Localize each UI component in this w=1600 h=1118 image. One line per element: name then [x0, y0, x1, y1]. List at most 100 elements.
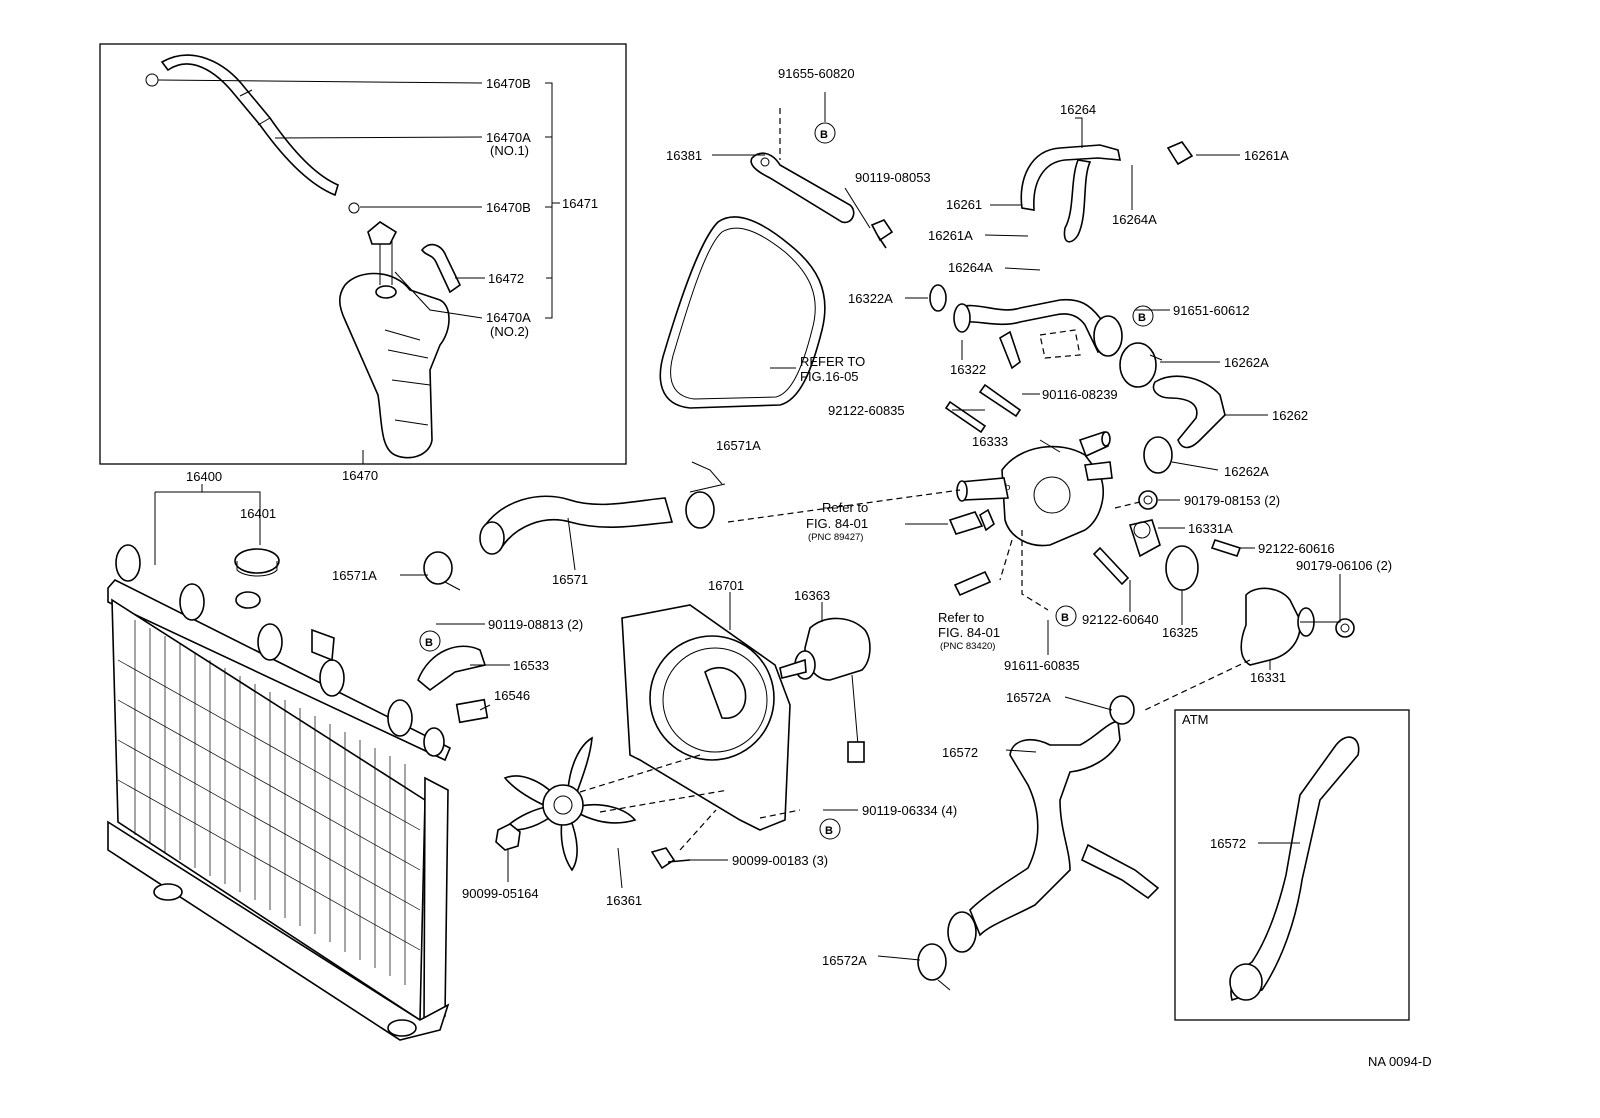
reservoir-tank	[338, 221, 450, 459]
label-16262: 16262	[1272, 408, 1308, 423]
atm-inset-box	[1174, 709, 1410, 1021]
label-16261a-left: 16261A	[928, 228, 973, 243]
housing-dash-lines	[727, 489, 1251, 711]
label-16472: 16472	[488, 271, 524, 286]
radiator-inlet-hose-16571	[479, 483, 726, 555]
ref-fig84-01b-line2: FIG. 84-01	[938, 625, 1000, 640]
b-marker-91651: B	[1132, 305, 1154, 327]
label-90116-08239: 90116-08239	[1042, 387, 1118, 402]
b-marker-90119-06334: B	[819, 818, 841, 840]
ref-fig84-01a-line1: Refer to	[822, 500, 868, 515]
label-16571a-left: 16571A	[332, 568, 377, 583]
atm-label: ATM	[1182, 712, 1208, 727]
hose-clamp-16262a-top	[1119, 342, 1163, 388]
label-16331: 16331	[1250, 670, 1286, 685]
label-16401: 16401	[240, 506, 276, 521]
ref-fig84-01b-line1: Refer to	[938, 610, 984, 625]
ref-fig84-01a-line2: FIG. 84-01	[806, 516, 868, 531]
radiator-16400	[107, 544, 452, 1041]
label-16571: 16571	[552, 572, 588, 587]
drive-belt	[659, 216, 826, 409]
bolt-90099-00183	[650, 847, 691, 870]
label-16572: 16572	[942, 745, 978, 760]
label-16264: 16264	[1060, 102, 1096, 117]
water-inlet-16331	[1240, 587, 1315, 666]
label-91651-60612: 91651-60612	[1173, 303, 1250, 318]
stud-92122-60616	[1210, 539, 1242, 557]
radiator-cap-16401	[234, 548, 280, 577]
svg-text:B: B	[425, 637, 433, 649]
nut-90099-05164	[495, 823, 521, 851]
label-90179-06106: 90179-06106 (2)	[1296, 558, 1392, 573]
label-90119-06334: 90119-06334 (4)	[862, 803, 957, 818]
label-16331a: 16331A	[1188, 521, 1233, 536]
label-16361: 16361	[606, 893, 642, 908]
sensor-pnc83420	[953, 570, 992, 597]
fan-dash-lines	[579, 754, 801, 851]
fan-shroud-16701	[621, 604, 791, 831]
stud-92122-60640	[1092, 546, 1130, 586]
label-16470a-no1-sub: (NO.1)	[490, 143, 529, 158]
nut-90179-08153	[1138, 490, 1158, 510]
label-16325: 16325	[1162, 625, 1198, 640]
overflow-hose-no1	[160, 54, 339, 197]
svg-text:B: B	[1138, 312, 1146, 324]
label-16572a-bot: 16572A	[822, 953, 867, 968]
label-16322: 16322	[950, 362, 986, 377]
label-90099-00183: 90099-00183 (3)	[732, 853, 828, 868]
circled-b-markers: B B B B B	[419, 92, 1154, 840]
gasket-16325	[1165, 545, 1199, 591]
label-90099-05164: 90099-05164	[462, 886, 539, 901]
ref-fig84-01b-line3: (PNC 83420)	[940, 641, 995, 652]
reservoir-leaders	[157, 79, 560, 464]
svg-text:b: b	[1005, 482, 1010, 493]
ref-fig84-01a-line3: (PNC 89427)	[808, 532, 863, 543]
label-16333: 16333	[972, 434, 1008, 449]
hose-clamp-16571a-left	[423, 551, 461, 591]
alternator-bracket-16381	[750, 152, 855, 224]
nut-90179-06106	[1335, 618, 1355, 638]
reservoir-inset-box	[99, 43, 627, 465]
label-16322a: 16322A	[848, 291, 893, 306]
sensor-pnc89427	[948, 508, 995, 535]
cooling-fan-16361	[503, 736, 637, 872]
label-16470a-no1: 16470A	[486, 130, 531, 145]
hose-clamp-16572a-top	[1109, 695, 1135, 725]
bracket-16533	[417, 645, 487, 692]
label-16470b-mid: 16470B	[486, 200, 531, 215]
svg-text:B: B	[1061, 612, 1069, 624]
label-91611-60835: 91611-60835	[1004, 658, 1080, 673]
gasket-16322a	[929, 284, 947, 312]
label-16546: 16546	[494, 688, 530, 703]
label-92122-60640: 92122-60640	[1082, 612, 1159, 627]
label-16264a-left: 16264A	[948, 260, 993, 275]
hose-clamp-16262a-bot	[1143, 436, 1173, 474]
label-16572-atm: 16572	[1210, 836, 1246, 851]
bolt-90119-08053	[870, 219, 894, 249]
label-16701: 16701	[708, 578, 744, 593]
label-16261: 16261	[946, 197, 982, 212]
label-16470a-no2-sub: (NO.2)	[490, 324, 529, 339]
drawing-code: NA 0094-D	[1368, 1054, 1432, 1069]
label-92122-60835: 92122-60835	[828, 403, 905, 418]
label-16262a-top: 16262A	[1224, 355, 1269, 370]
label-91655-60820: 91655-60820	[778, 66, 855, 81]
label-16470a-no2: 16470A	[486, 310, 531, 325]
label-16571a-top: 16571A	[716, 438, 761, 453]
label-16400: 16400	[186, 469, 222, 484]
label-16264a-right: 16264A	[1112, 212, 1157, 227]
fan-motor-16363	[779, 617, 871, 763]
thermostat-16331a	[1128, 519, 1161, 558]
part-labels: 16470B 16470A (NO.1) 16470B 16471 16472 …	[186, 66, 1392, 968]
label-16363: 16363	[794, 588, 830, 603]
label-90179-08153: 90179-08153 (2)	[1184, 493, 1280, 508]
water-hose-16262	[1152, 375, 1226, 449]
water-outlet-housing-16333: b	[956, 430, 1113, 547]
hose-16472	[421, 243, 462, 294]
svg-text:B: B	[820, 129, 828, 141]
atm-hose-16572	[1229, 736, 1360, 1002]
label-92122-60616: 92122-60616	[1258, 541, 1335, 556]
label-16262a-bot: 16262A	[1224, 464, 1269, 479]
label-16471: 16471	[562, 196, 598, 211]
label-90119-08053: 90119-08053	[855, 170, 931, 185]
